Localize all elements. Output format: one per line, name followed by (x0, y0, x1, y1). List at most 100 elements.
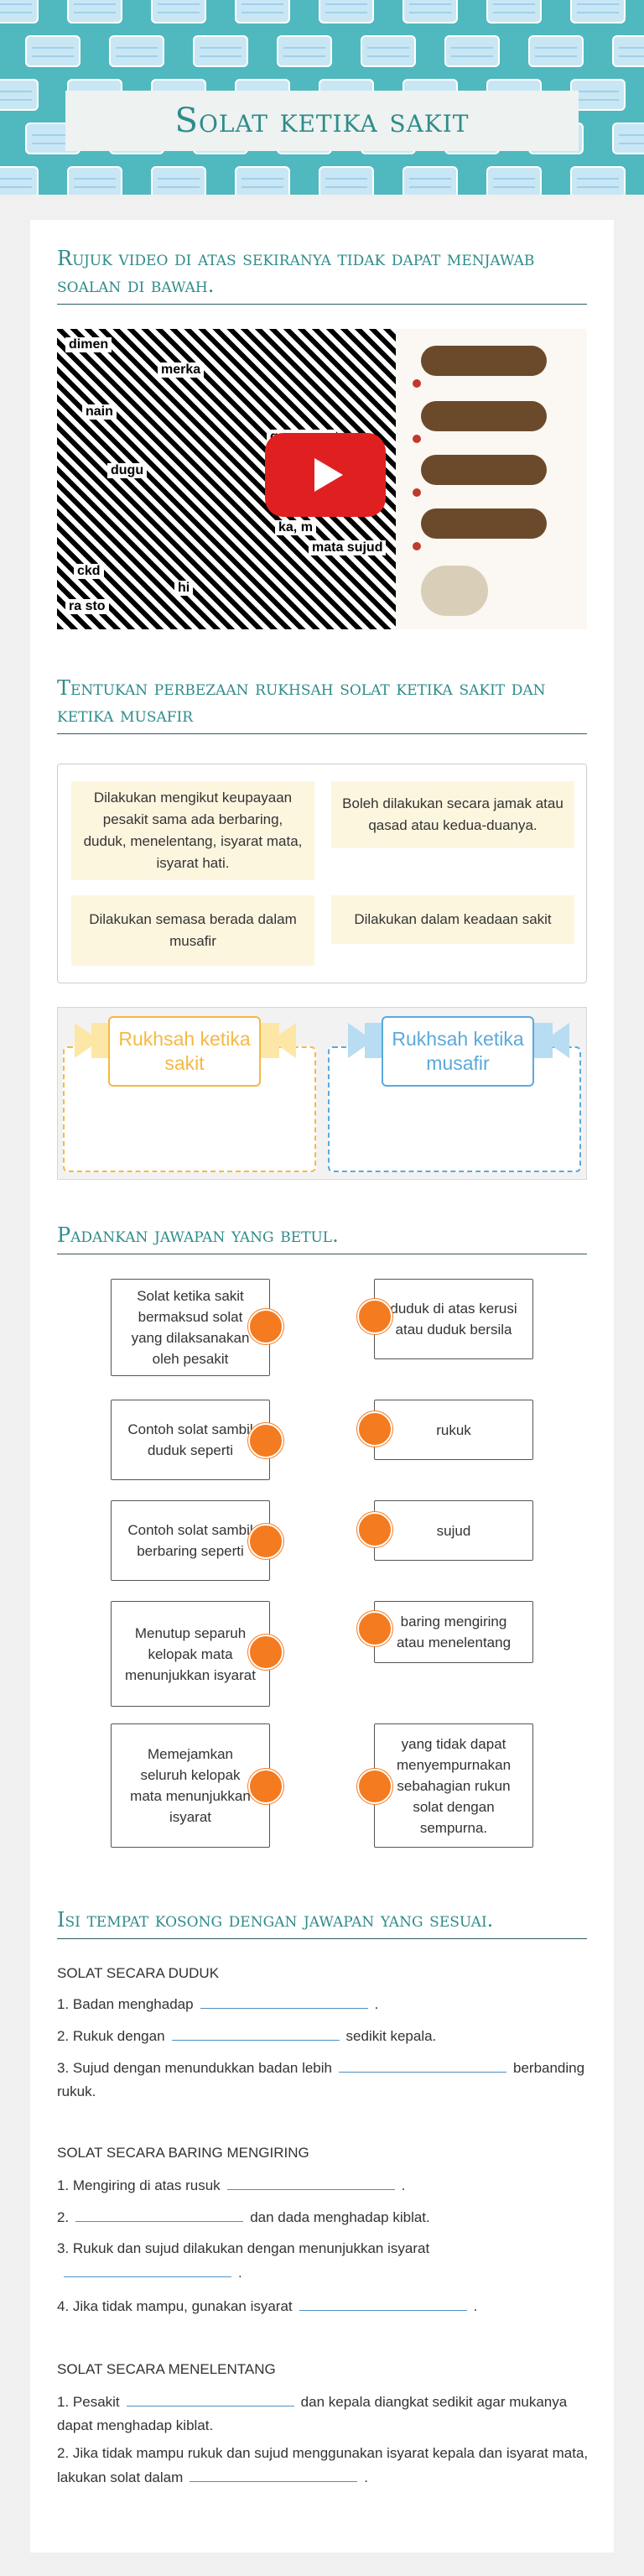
draggable-chip[interactable]: Dilakukan semasa berada dalam musafir (71, 895, 314, 966)
ribbon-tail (544, 1023, 569, 1058)
fill-text: 1. Mengiring di atas rusuk (57, 2177, 221, 2193)
fill-group-heading: SOLAT SECARA MENELENTANG (57, 2361, 276, 2377)
mask-pattern-icon (67, 0, 122, 23)
match-left-item: Contoh solat sambil berbaring seperti (111, 1500, 270, 1581)
mask-pattern-icon (486, 166, 542, 195)
fill-text: 1. Badan menghadap (57, 1996, 194, 2012)
mask-pattern-icon (0, 79, 39, 111)
fill-blank-input[interactable] (200, 1992, 368, 2009)
video-overlay-text: dugu (107, 463, 148, 478)
fill-item: 3. Rukuk dan sujud dilakukan dengan menu… (57, 2237, 594, 2285)
section-title-sort: Tentukan perbezaan rukhsah solat ketika … (57, 675, 587, 734)
fill-blank-input[interactable] (64, 2261, 231, 2277)
video-overlay-text: merka (158, 362, 205, 378)
fill-text: . (473, 2298, 478, 2314)
video-player[interactable]: dimen merka nain gaan cara dugu ka, m ma… (57, 329, 587, 629)
match-left-item: Memejamkan seluruh kelopak mata menunjuk… (111, 1723, 270, 1848)
match-connector-right[interactable] (357, 1411, 392, 1447)
match-connector-right[interactable] (357, 1299, 392, 1334)
match-connector-right[interactable] (357, 1611, 392, 1646)
mask-pattern-icon (319, 0, 374, 23)
fill-text: dan dada menghadap kiblat. (250, 2209, 430, 2225)
mask-pattern-icon (235, 166, 290, 195)
fill-blank-input[interactable] (75, 2205, 244, 2222)
fill-text: 2. Jika tidak mampu rukuk dan sujud meng… (57, 2445, 589, 2485)
fill-text: sedikit kepala. (345, 2028, 437, 2044)
fill-text: 3. Sujud dengan menundukkan badan lebih (57, 2060, 332, 2076)
header-banner: Solat ketika sakit (0, 0, 644, 195)
fill-blank-input[interactable] (299, 2294, 467, 2311)
mask-pattern-icon (67, 166, 122, 195)
fill-blank-input[interactable] (171, 2024, 340, 2041)
draggable-chip[interactable]: Boleh dilakukan secara jamak atau qasad … (331, 781, 574, 848)
video-overlay-text: nain (82, 404, 117, 420)
mask-pattern-icon (0, 166, 39, 195)
video-overlay-text: ka, m (275, 520, 316, 535)
draggable-chip[interactable]: Dilakukan mengikut keupayaan pesakit sam… (71, 781, 314, 880)
fill-text: . (238, 2265, 242, 2281)
title-bar: Solat ketika sakit (65, 91, 579, 151)
mask-pattern-icon (25, 35, 80, 67)
fill-blank-input[interactable] (126, 2390, 294, 2407)
match-connector-left[interactable] (248, 1309, 283, 1344)
fill-text: 3. Rukuk dan sujud dilakukan dengan menu… (57, 2240, 430, 2256)
illustration-marker (413, 379, 421, 388)
fill-text: 2. (57, 2209, 70, 2225)
play-icon (314, 458, 343, 492)
fill-item: 1. Badan menghadap. (57, 1992, 594, 2016)
section-title-fill: Isi tempat kosong dengan jawapan yang se… (57, 1906, 587, 1939)
mask-pattern-icon (277, 35, 332, 67)
match-connector-left[interactable] (248, 1635, 283, 1670)
video-thumbnail-right (396, 329, 587, 629)
mask-pattern-icon (402, 166, 458, 195)
mask-pattern-icon (151, 166, 206, 195)
match-connector-left[interactable] (248, 1769, 283, 1804)
mask-pattern-icon (570, 166, 626, 195)
fill-text: berbanding rukuk. (57, 2060, 585, 2099)
mask-pattern-icon (612, 35, 644, 67)
mask-pattern-icon (319, 166, 374, 195)
fill-blank-input[interactable] (190, 2465, 358, 2482)
bin-label-musafir: Rukhsah ketika musafir (382, 1016, 534, 1087)
match-left-item: Menutup separuh kelopak mata menunjukkan… (111, 1601, 270, 1707)
mask-pattern-icon (151, 0, 206, 23)
match-connector-left[interactable] (248, 1524, 283, 1559)
play-button[interactable] (265, 433, 386, 517)
draggable-chip[interactable]: Dilakukan dalam keadaan sakit (331, 895, 574, 944)
match-connector-right[interactable] (357, 1769, 392, 1804)
bin-label-sakit: Rukhsah ketika sakit (108, 1016, 261, 1087)
match-right-item: yang tidak dapat menyempurnakan sebahagi… (374, 1723, 533, 1848)
fill-item: 4. Jika tidak mampu, gunakan isyarat. (57, 2294, 594, 2318)
mask-pattern-icon (361, 35, 416, 67)
illustration-figure (421, 566, 488, 616)
illustration-marker (413, 488, 421, 497)
match-right-item: rukuk (374, 1400, 533, 1460)
match-right-item: duduk di atas kerusi atau duduk bersila (374, 1279, 533, 1359)
fill-group-heading: SOLAT SECARA DUDUK (57, 1965, 220, 1981)
section-title-video: Rujuk video di atas sekiranya tidak dapa… (57, 245, 587, 305)
match-left-item: Contoh solat sambil duduk seperti (111, 1400, 270, 1480)
match-right-item: baring mengiring atau menelentang (374, 1601, 533, 1663)
fill-group-heading: SOLAT SECARA BARING MENGIRING (57, 2145, 309, 2161)
mask-pattern-icon (486, 0, 542, 23)
fill-text: 2. Rukuk dengan (57, 2028, 165, 2044)
mask-pattern-icon (193, 35, 248, 67)
fill-item: 1. Mengiring di atas rusuk. (57, 2173, 594, 2198)
fill-blank-input[interactable] (339, 2056, 506, 2073)
fill-text: 4. Jika tidak mampu, gunakan isyarat (57, 2298, 293, 2314)
fill-text: 1. Pesakit (57, 2394, 120, 2410)
worksheet-card: Rujuk video di atas sekiranya tidak dapa… (30, 220, 614, 2553)
fill-text: . (401, 2177, 406, 2193)
match-connector-right[interactable] (357, 1512, 392, 1547)
illustration-figure (421, 508, 547, 539)
video-overlay-text: ra sto (65, 599, 109, 614)
video-overlay-text: mata sujud (309, 540, 387, 555)
match-connector-left[interactable] (248, 1423, 283, 1458)
fill-item: 2. Rukuk dengan sedikit kepala. (57, 2024, 594, 2048)
sort-bins: Rukhsah ketika sakit Rukhsah ketika musa… (57, 1007, 587, 1180)
illustration-figure (421, 455, 547, 485)
video-overlay-text: dimen (65, 337, 112, 352)
fill-blank-input[interactable] (226, 2173, 395, 2190)
